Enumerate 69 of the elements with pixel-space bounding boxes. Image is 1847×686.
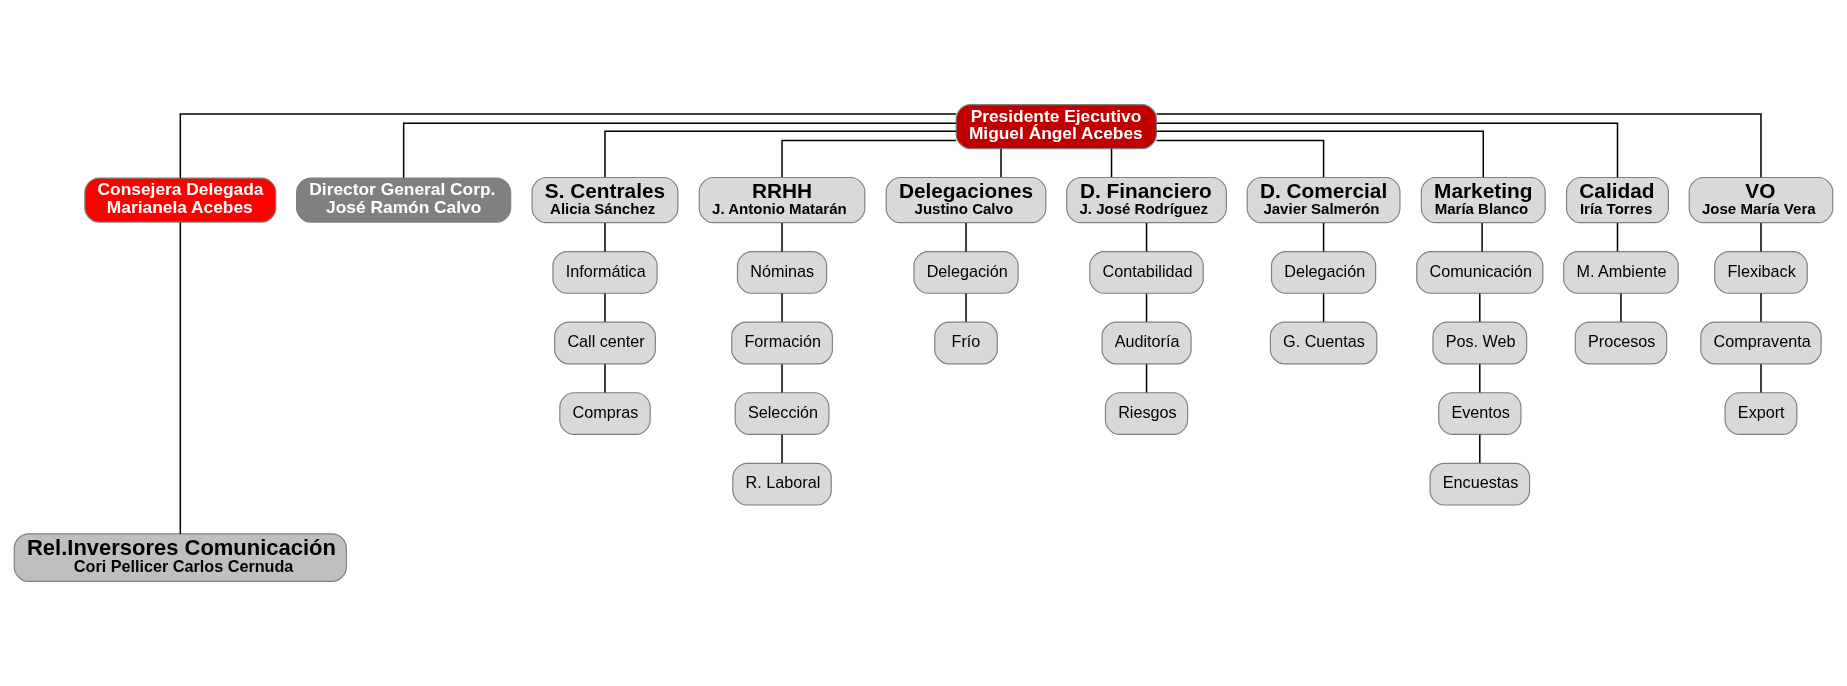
node-box: Eventos — [1438, 392, 1522, 435]
node-box: Delegación — [913, 251, 1019, 294]
node-box: Comunicación — [1416, 251, 1544, 294]
node-box: M. Ambiente — [1563, 251, 1679, 294]
connector — [402, 122, 957, 179]
connector — [1760, 363, 1762, 394]
node-box: Compraventa — [1700, 321, 1822, 365]
connector — [1322, 292, 1325, 323]
connector — [1145, 292, 1148, 323]
connector — [604, 130, 957, 178]
connector — [1479, 363, 1481, 394]
node-box: G. Cuentas — [1269, 321, 1378, 365]
node-box: Selección — [734, 392, 830, 435]
node-box: Pos. Web — [1432, 321, 1528, 365]
node-box: R. Laboral — [732, 462, 832, 506]
connector — [1000, 147, 1002, 178]
connector — [781, 434, 783, 464]
node-box: Flexiback — [1714, 251, 1808, 294]
node-box: Marketing María Blanco — [1420, 176, 1546, 224]
node-box: Director General Corp. José Ramón Calvo — [296, 177, 512, 223]
connector — [604, 222, 606, 253]
node-box: Formación — [731, 321, 833, 365]
connector — [781, 363, 783, 394]
node-box: Delegaciones Justino Calvo — [885, 176, 1047, 224]
connector — [1479, 434, 1481, 464]
node-box: Contabilidad — [1089, 251, 1204, 294]
node-box: Riesgos — [1104, 392, 1189, 435]
node-box: Nóminas — [736, 251, 828, 294]
node-box: RRHH J. Antonio Matarán — [698, 176, 866, 224]
node-box: Procesos — [1574, 321, 1668, 365]
connector — [1110, 147, 1113, 178]
connector — [781, 139, 957, 178]
connector — [965, 222, 967, 253]
connector — [1760, 222, 1762, 253]
node-box: Delegación — [1270, 251, 1377, 294]
node-box: D. Comercial Javier Salmerón — [1246, 176, 1401, 224]
connector — [1155, 113, 1762, 179]
node-box: VO Jose María Vera — [1688, 176, 1834, 224]
connector — [1760, 292, 1762, 323]
node-box: Auditoría — [1101, 321, 1192, 365]
node-box: Rel.Inversores Comunicación Cori Pellicer Carlos Cernuda — [13, 533, 347, 582]
connector — [1155, 139, 1325, 178]
connector — [604, 292, 606, 323]
node-box: D. Financiero J. José Rodríguez — [1066, 176, 1227, 224]
connector — [604, 363, 606, 394]
connector — [965, 292, 967, 323]
node-box: S. Centrales Alicia Sánchez — [531, 176, 679, 224]
node-box: Calidad Iría Torres — [1566, 176, 1669, 224]
connector — [781, 292, 783, 323]
connector — [1155, 122, 1619, 179]
connector — [1616, 222, 1619, 253]
node-box: Presidente Ejecutivo Miguel Ángel Acebes — [955, 104, 1157, 150]
connector — [1620, 292, 1622, 323]
connector — [1145, 363, 1148, 394]
node-box: Frío — [934, 321, 998, 365]
connector — [1322, 222, 1325, 253]
node-box: Informática — [552, 251, 658, 294]
connector — [1155, 130, 1484, 178]
node-box: Compras — [559, 392, 651, 435]
connector — [1481, 222, 1483, 253]
connector — [179, 113, 957, 179]
node-box: Consejera Delegada Marianela Acebes — [84, 177, 277, 223]
connector — [179, 221, 182, 535]
connector — [781, 222, 783, 253]
node-box: Export — [1724, 392, 1798, 435]
connector — [1145, 222, 1148, 253]
node-box: Call center — [554, 321, 656, 365]
connector — [1479, 292, 1481, 323]
node-box: Encuestas — [1429, 462, 1531, 506]
